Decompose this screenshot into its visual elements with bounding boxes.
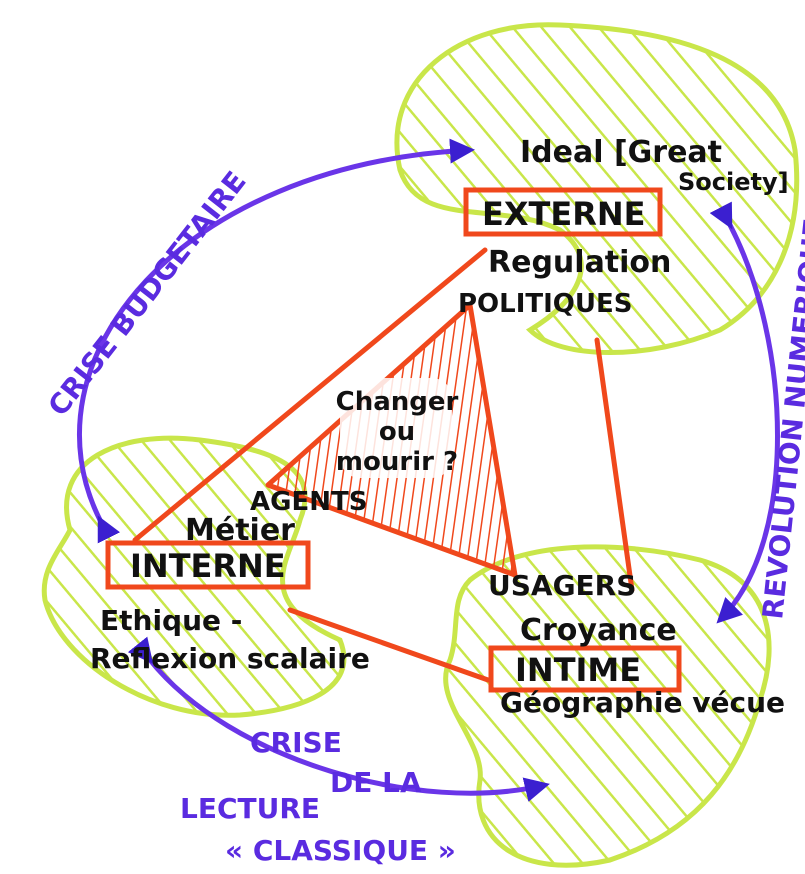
interne-title: Métier [185, 513, 295, 548]
pole-intime: USAGERS Croyance INTIME Géographie vécue [488, 569, 785, 719]
center-question: Changer ou mourir ? [336, 387, 459, 477]
externe-line-2: Society] [678, 168, 789, 196]
intime-box-label: INTIME [515, 651, 641, 689]
box-interne [105, 540, 311, 590]
center-line-3: mourir ? [336, 447, 458, 477]
externe-subtitle-1: Regulation [488, 245, 671, 280]
intime-header: USAGERS [488, 569, 636, 602]
center-line-1: Changer [336, 387, 459, 417]
label-crise-budgetaire: CRISE BUDGETAIRE [42, 165, 253, 422]
label-de-la: DE LA [330, 766, 422, 799]
interne-header: AGENTS [250, 487, 367, 517]
arrow-crise-budgetaire [77, 138, 475, 544]
red-boxes [105, 187, 682, 693]
interne-box-label: INTERNE [130, 547, 286, 585]
violet-arrows [77, 138, 780, 802]
pole-interne: AGENTS Métier INTERNE Ethique - Reflexio… [90, 487, 370, 675]
interne-subtitle-1: Ethique - [100, 604, 242, 637]
arrow-crise-lecture [127, 636, 550, 802]
label-classique: « CLASSIQUE » [225, 834, 456, 867]
label-lecture: LECTURE [180, 792, 320, 825]
externe-subtitle-2: POLITIQUES [458, 289, 633, 319]
arrow-revolution-numerique [709, 201, 780, 624]
externe-box-label: EXTERNE [482, 195, 646, 233]
intime-title: Croyance [520, 613, 677, 648]
box-intime [488, 645, 682, 693]
label-crise: CRISE [250, 726, 342, 759]
interne-subtitle-2: Reflexion scalaire [90, 642, 370, 675]
pole-externe: Ideal [Great Society] EXTERNE Regulation… [458, 135, 789, 319]
center-line-2: ou [379, 417, 415, 447]
line-externe-intime [594, 337, 635, 593]
box-externe [463, 187, 663, 237]
intime-subtitle: Géographie vécue [500, 686, 785, 719]
externe-line-1: Ideal [Great [520, 135, 722, 170]
